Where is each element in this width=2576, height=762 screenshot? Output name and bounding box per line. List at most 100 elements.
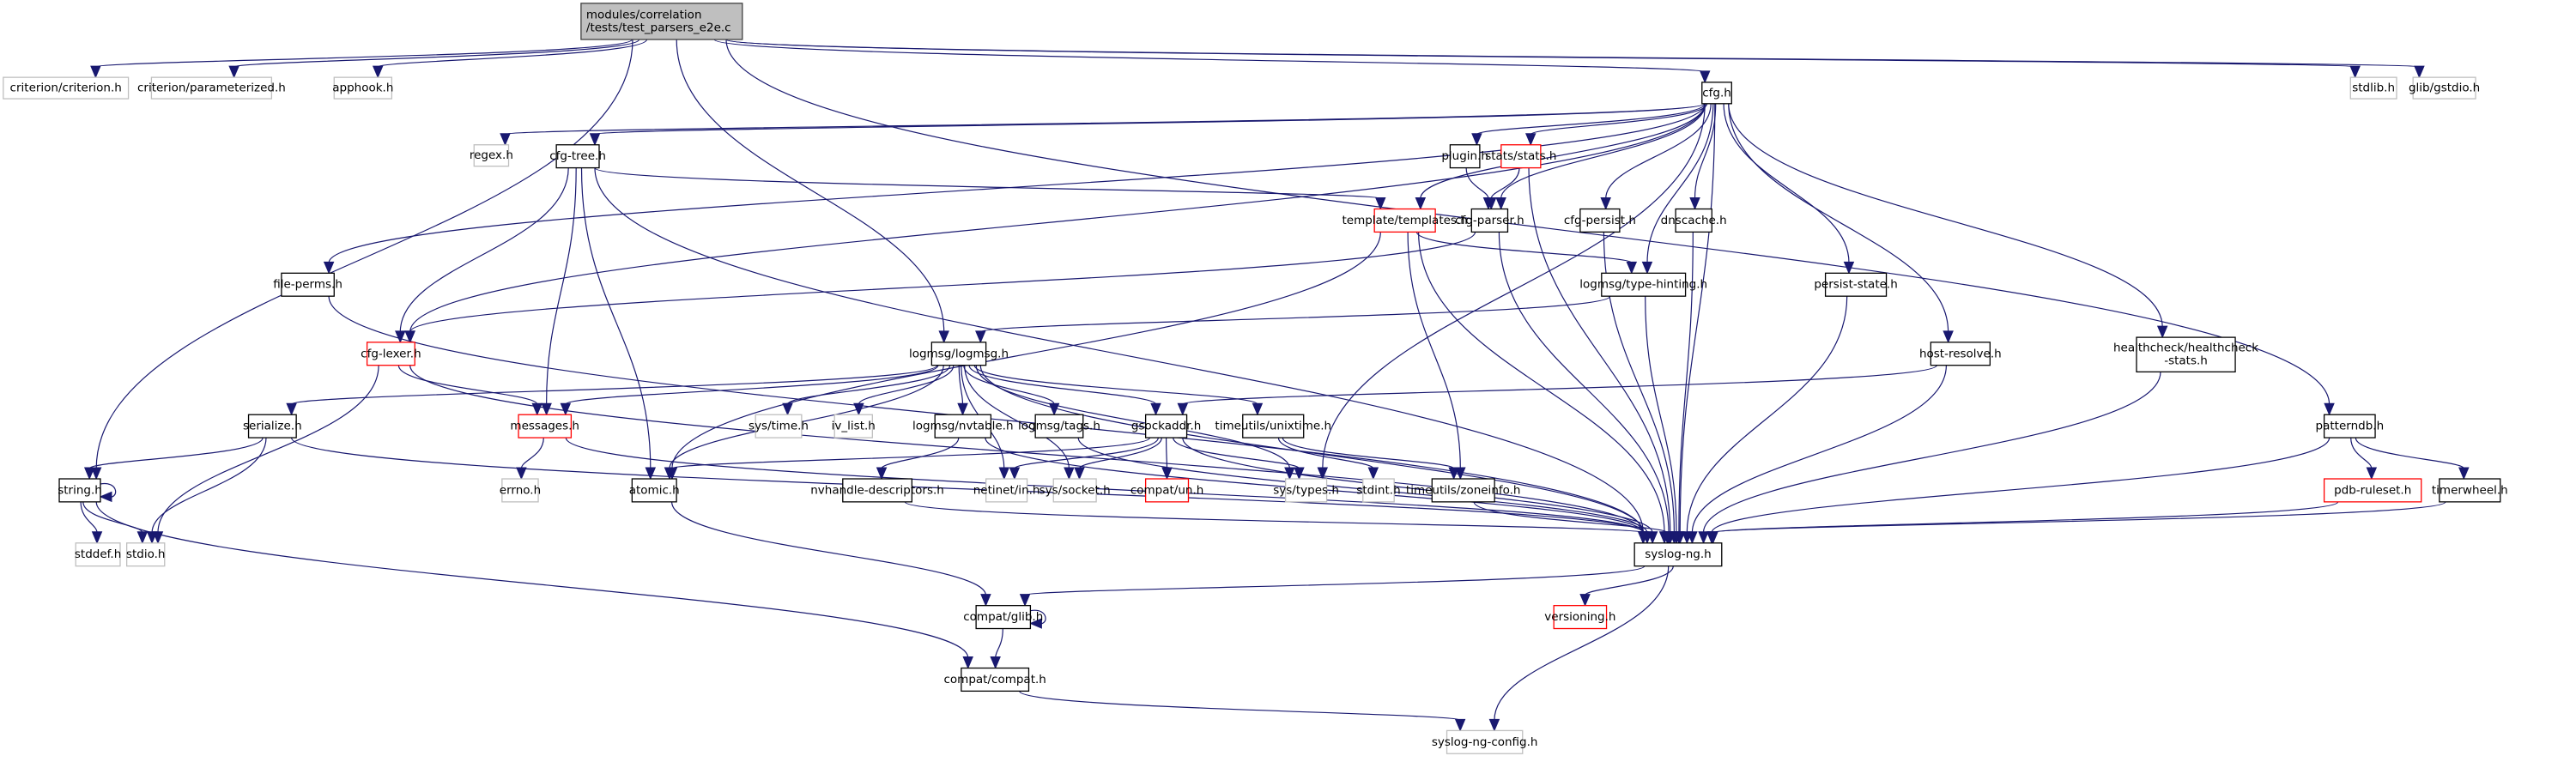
arrowhead-icon — [990, 656, 1001, 669]
edge-line — [1712, 501, 2446, 534]
edge-cfg-to-cfgparser — [1495, 103, 1706, 210]
edge-atomic-to-compatglib — [671, 501, 991, 607]
arrowhead-icon — [782, 402, 793, 416]
node-apphook-h[interactable]: apphook.h — [332, 76, 393, 100]
edge-line — [397, 365, 538, 405]
node-logmsg-nvtable-h[interactable]: logmsg/nvtable.h — [912, 414, 1014, 438]
edge-root-to-criterion — [90, 39, 633, 79]
node-syslog-ng-config-h[interactable]: syslog-ng-config.h — [1432, 729, 1538, 754]
node-regex-h[interactable]: regex.h — [470, 144, 513, 167]
node-compat-compat-h[interactable]: compat/compat.h — [944, 667, 1046, 692]
edge-root-to-logmsg — [676, 39, 949, 344]
edge-line — [546, 167, 577, 405]
node-dnscache-h[interactable]: dnscache.h — [1661, 208, 1727, 233]
edge-logmsg-to-messages — [560, 365, 939, 416]
node-healthcheck-healthcheck-stats-h[interactable]: healthcheck/healthcheck-stats.h — [2113, 336, 2258, 373]
node-box — [1446, 729, 1524, 754]
edge-root-to-gstdio — [725, 39, 2425, 79]
node-box — [2323, 414, 2376, 438]
node-messages-h[interactable]: messages.h — [510, 414, 579, 438]
node-stdio-h[interactable]: stdio.h — [126, 542, 166, 567]
node-criterion-criterion-h[interactable]: criterion/criterion.h — [3, 76, 130, 100]
edge-line — [409, 103, 1706, 332]
node-host-resolve-h[interactable]: host-resolve.h — [1919, 342, 2002, 366]
node-netinet-in-h[interactable]: netinet/in.h — [973, 478, 1040, 503]
node-box — [333, 76, 393, 100]
node-box — [75, 542, 121, 567]
node-atomic-h[interactable]: atomic.h — [629, 478, 680, 503]
edge-stringh-to-stddef — [80, 501, 103, 545]
node-compat-glib-h[interactable]: compat/glib.h — [963, 605, 1043, 630]
node-label: atomic.h — [629, 483, 680, 497]
arrowhead-icon — [1495, 197, 1506, 210]
edge-line — [995, 628, 1003, 658]
node-logmsg-logmsg-h[interactable]: logmsg/logmsg.h — [909, 342, 1009, 366]
node-cfg-parser-h[interactable]: cfg-parser.h — [1455, 208, 1524, 233]
node-box — [1930, 342, 1991, 366]
node-versioning-h[interactable]: versioning.h — [1544, 605, 1615, 630]
node-sys-types-h[interactable]: sys/types.h — [1273, 478, 1339, 503]
node-cfg-lexer-h[interactable]: cfg-lexer.h — [361, 342, 421, 366]
node-label: stdio.h — [126, 547, 166, 561]
node-logmsg-tags-h[interactable]: logmsg/tags.h — [1018, 414, 1100, 438]
edge-line — [409, 365, 1644, 533]
node-syslog-ng-h[interactable]: syslog-ng.h — [1633, 542, 1723, 567]
node-cfg-h[interactable]: cfg.h — [1701, 82, 1732, 105]
node-box — [2136, 336, 2236, 373]
node-glib-gstdio-h[interactable]: glib/gstdio.h — [2409, 76, 2480, 100]
arrowhead-icon — [1662, 531, 1673, 545]
node-sys-socket-h[interactable]: sys/socket.h — [1039, 478, 1111, 503]
edge-root-to-cfg — [713, 39, 1711, 84]
node-box — [473, 144, 510, 167]
node-box — [1242, 414, 1305, 438]
node-errno-h[interactable]: errno.h — [500, 478, 541, 503]
node-nvhandle-descriptors-h[interactable]: nvhandle-descriptors.h — [810, 478, 944, 503]
edge-line — [409, 232, 1476, 333]
node-stdlib-h[interactable]: stdlib.h — [2349, 76, 2397, 100]
arrowhead-icon — [1029, 618, 1042, 629]
arrowhead-icon — [980, 594, 991, 607]
edge-line — [1702, 372, 2161, 533]
node-patterndb-h[interactable]: patterndb.h — [2316, 414, 2385, 438]
node-template-templates-h[interactable]: template/templates.h — [1342, 208, 1468, 233]
edge-line — [80, 501, 98, 533]
arrowhead-icon — [2414, 65, 2425, 79]
node-file-perms-h[interactable]: file-perms.h — [273, 272, 342, 297]
node-timerwheel-h[interactable]: timerwheel.h — [2432, 478, 2508, 503]
arrowhead-icon — [1367, 467, 1379, 481]
edge-stringh-to-compatcompat — [95, 501, 973, 669]
node-cfg-persist-h[interactable]: cfg-persist.h — [1564, 208, 1636, 233]
node-label: /tests/test_parsers_e2e.c — [586, 21, 731, 34]
node-compat-un-h[interactable]: compat/un.h — [1130, 478, 1203, 503]
node-pdb-ruleset-h[interactable]: pdb-ruleset.h — [2323, 478, 2422, 503]
node-logmsg-type-hinting-h[interactable]: logmsg/type-hinting.h — [1579, 272, 1707, 297]
node-criterion-parameterized-h[interactable]: criterion/parameterized.h — [137, 76, 286, 100]
edge-cfg-to-healthcheck — [1728, 103, 2168, 339]
node-label: timeutils/zoneinfo.h — [1406, 483, 1521, 497]
arrowhead-icon — [1415, 197, 1427, 210]
edge-line — [1420, 103, 1706, 199]
node-cfg-tree-h[interactable]: cfg-tree.h — [549, 144, 606, 169]
node-box — [3, 76, 130, 100]
node-stats-stats-h[interactable]: stats/stats.h — [1485, 144, 1556, 169]
node-timeutils-unixtime-h[interactable]: timeutils/unixtime.h — [1215, 414, 1331, 438]
node-persist-state-h[interactable]: persist-state.h — [1814, 272, 1898, 297]
node-plugin-h[interactable]: plugin.h — [1441, 144, 1488, 169]
node-label: logmsg/tags.h — [1018, 420, 1100, 433]
node-stddef-h[interactable]: stddef.h — [75, 542, 121, 567]
node-modules-correlation-tests-test-parsers-e2e-c[interactable]: modules/correlation/tests/test_parsers_e… — [580, 3, 743, 40]
node-serialize-h[interactable]: serialize.h — [243, 414, 302, 438]
node-label: dnscache.h — [1661, 214, 1727, 227]
edge-logmsg-to-nvtable — [957, 365, 968, 416]
node-gsockaddr-h[interactable]: gsockaddr.h — [1131, 414, 1201, 438]
node-iv-list-h[interactable]: iv_list.h — [832, 414, 876, 438]
arrowhead-icon — [1687, 531, 1698, 545]
edge-line — [1679, 103, 1716, 533]
node-stdint-h[interactable]: stdint.h — [1356, 478, 1401, 503]
node-timeutils-zoneinfo-h[interactable]: timeutils/zoneinfo.h — [1406, 478, 1521, 503]
node-string-h[interactable]: string.h — [58, 478, 102, 503]
node-label: nvhandle-descriptors.h — [810, 483, 944, 497]
edge-line — [786, 365, 951, 405]
node-sys-time-h[interactable]: sys/time.h — [749, 414, 809, 438]
edge-line — [973, 365, 1258, 405]
